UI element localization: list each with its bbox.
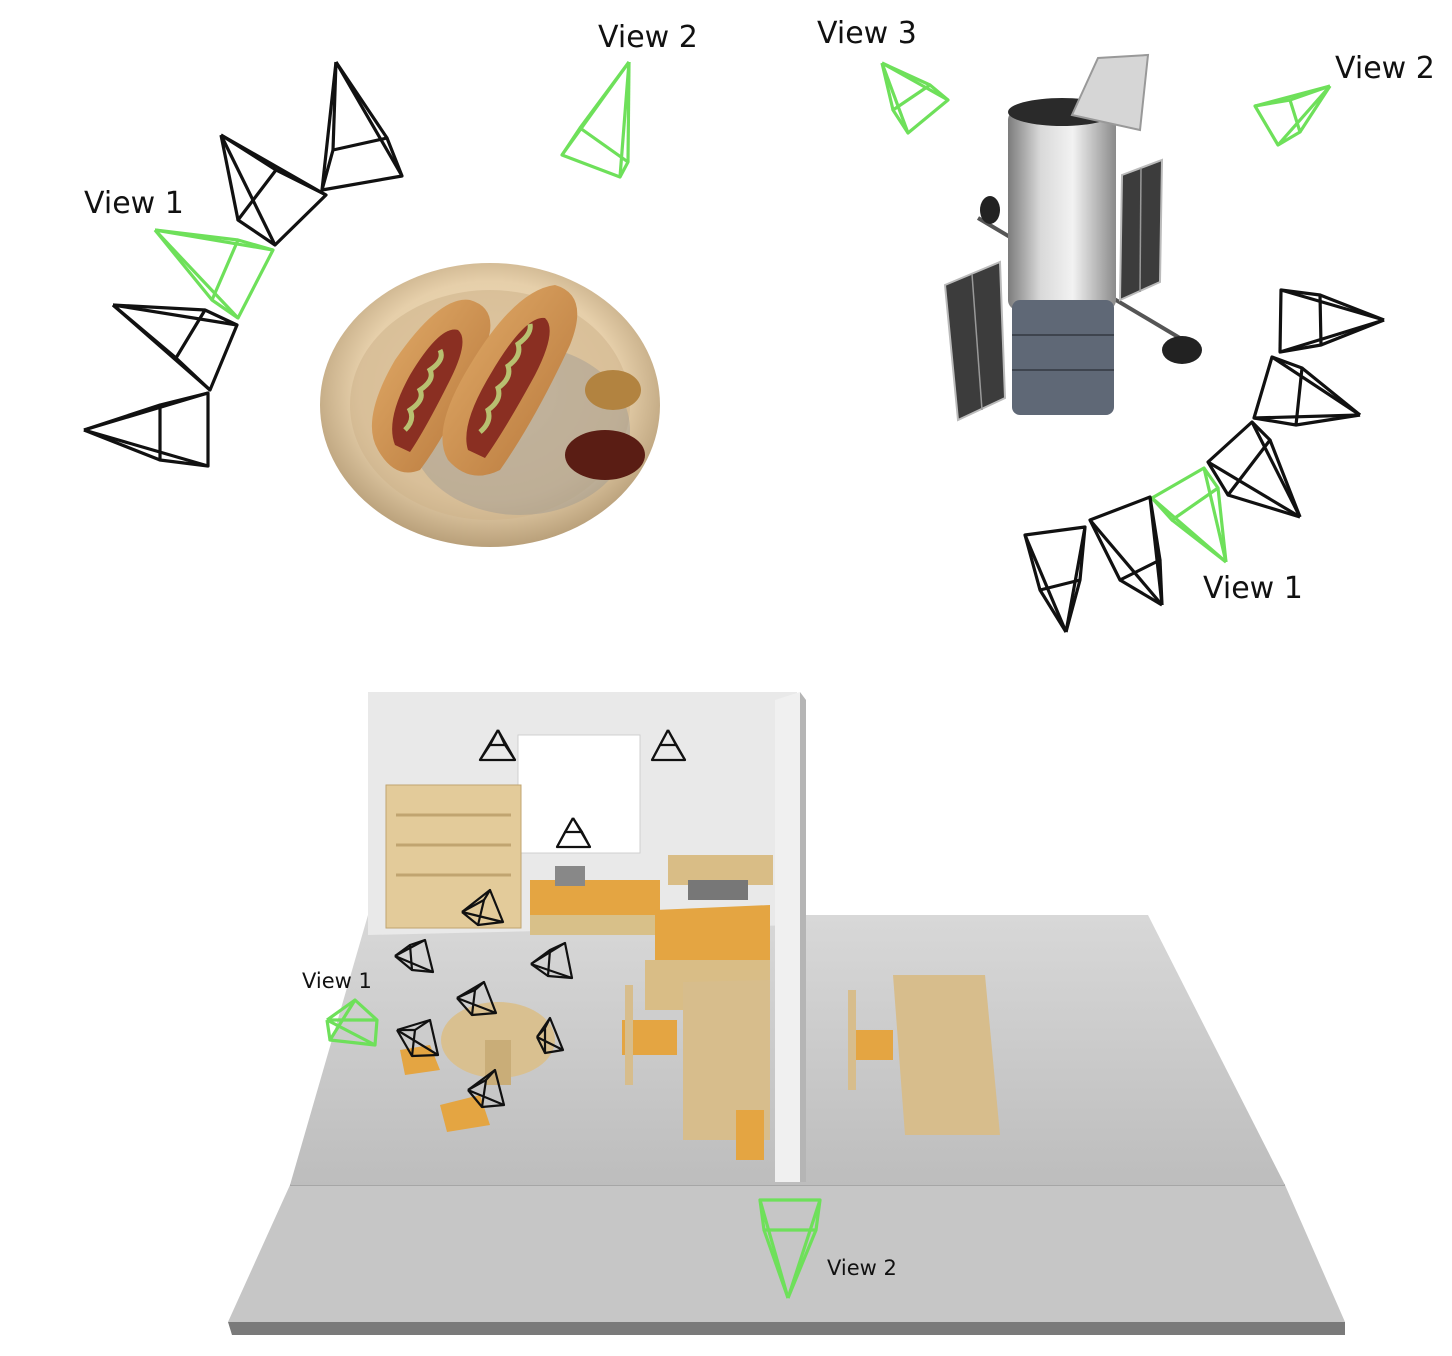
hotdog-context-camera	[320, 61, 404, 192]
room-context-camera	[467, 1068, 506, 1109]
room-context-camera	[650, 729, 687, 762]
room-context-camera	[478, 729, 517, 762]
hotdog-view1-camera	[153, 228, 275, 320]
hotdog-plate-image	[320, 263, 660, 547]
telescope-context-camera	[1088, 495, 1164, 607]
room-context-camera	[396, 1018, 440, 1058]
telescope-context-camera	[1278, 288, 1385, 354]
room-context-camera	[555, 817, 592, 849]
room-context-camera	[536, 1016, 565, 1055]
telescope-context-camera	[1252, 355, 1362, 427]
telescope-context-camera	[1023, 525, 1087, 633]
telescope-camera-group	[880, 61, 1385, 633]
hotdog-view2-camera	[560, 61, 631, 179]
telescope-view3-camera	[880, 61, 950, 135]
room-context-camera	[456, 980, 498, 1017]
room-view1-label: View 1	[302, 969, 372, 993]
telescope-view3-label: View 3	[817, 16, 917, 51]
telescope-context-camera	[1206, 420, 1302, 519]
room-camera-group	[325, 729, 822, 1299]
room-scene: View 1 View 2	[228, 692, 1345, 1335]
room-context-camera	[394, 938, 435, 974]
room-context-camera	[461, 888, 505, 927]
room-image	[228, 692, 1345, 1335]
hotdog-context-camera	[219, 133, 328, 247]
hotdog-view1-label: View 1	[84, 186, 184, 221]
room-view2-camera	[758, 1198, 822, 1299]
hotdog-scene: View 1 View 2	[83, 20, 698, 547]
room-view2-label: View 2	[827, 1256, 897, 1280]
telescope-view2-camera	[1253, 84, 1332, 147]
room-view1-camera	[325, 998, 379, 1047]
hotdog-view2-label: View 2	[598, 20, 698, 55]
telescope-view1-camera	[1150, 466, 1228, 564]
hotdog-context-camera	[111, 303, 239, 392]
telescope-view2-label: View 2	[1335, 51, 1435, 86]
hotdog-camera-group	[83, 61, 631, 468]
room-context-camera	[530, 941, 574, 980]
hotdog-context-camera	[83, 391, 210, 468]
telescope-view1-label: View 1	[1203, 571, 1303, 606]
telescope-scene: View 3 View 2 View 1	[817, 16, 1435, 633]
telescope-image	[943, 53, 1202, 422]
